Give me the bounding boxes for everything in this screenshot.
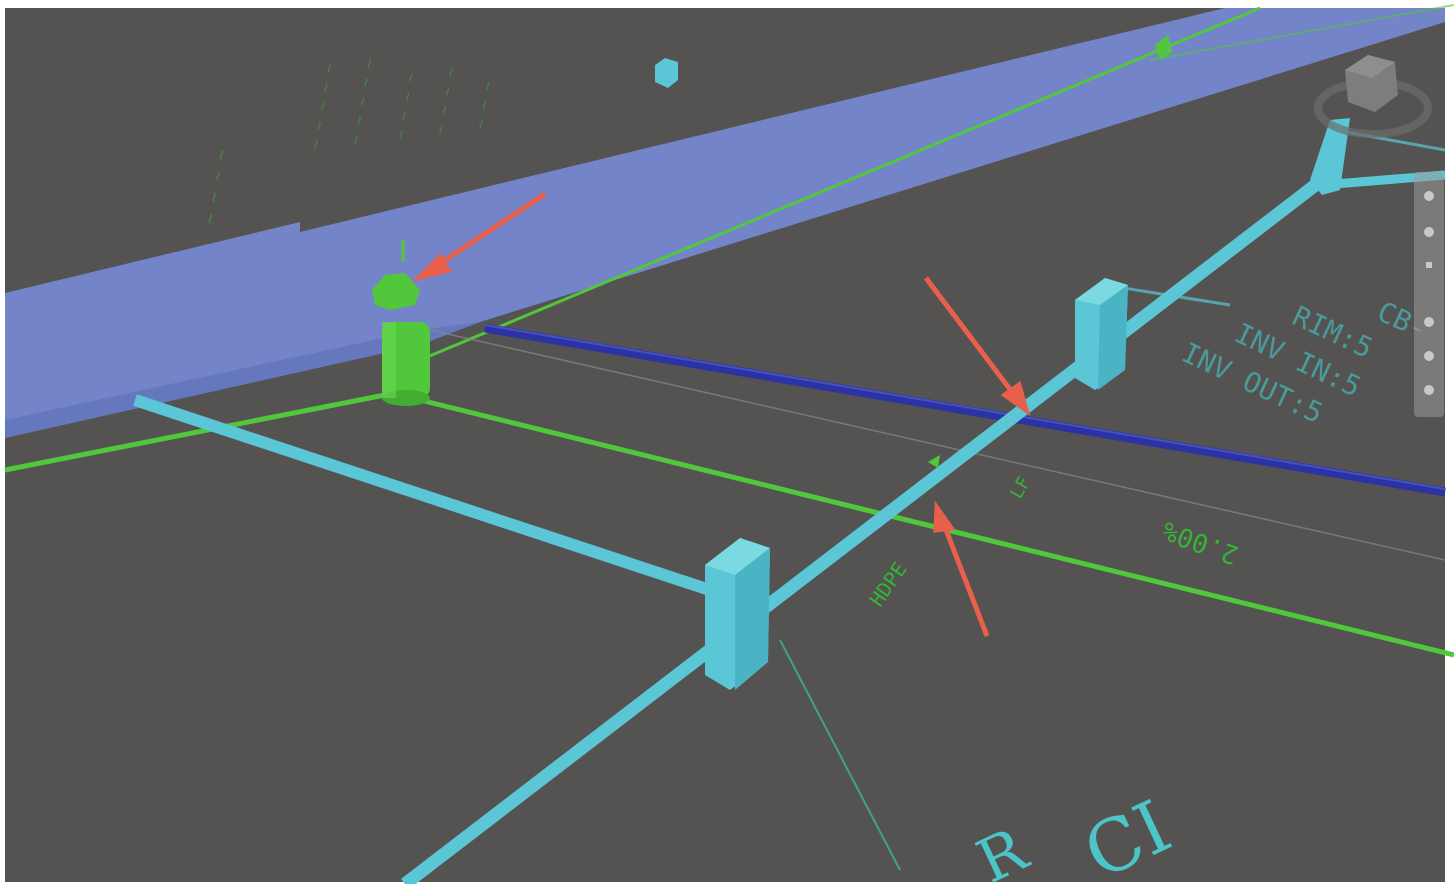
catch-basin-structure-2[interactable]: [1075, 278, 1128, 390]
extents-icon[interactable]: [1424, 385, 1434, 395]
small-green-marker: [928, 35, 1172, 468]
navigation-toolbar: [1414, 172, 1444, 417]
view-cube-icon[interactable]: [1314, 55, 1432, 138]
catch-basin-structure-1[interactable]: [705, 538, 770, 690]
road-surface-shade: [5, 322, 480, 438]
blue-pipe[interactable]: [484, 323, 1446, 497]
green-pipe-network[interactable]: [4, 4, 1454, 658]
catch-basin-structure-3[interactable]: [1310, 118, 1350, 195]
small-cyan-structure[interactable]: [655, 58, 678, 88]
manhole-structure[interactable]: [372, 240, 430, 406]
reference-line: [429, 329, 1446, 561]
reference-line-2: [779, 639, 901, 871]
cyan-pipe-network[interactable]: [133, 128, 1446, 884]
red-arrows: [411, 191, 1031, 637]
orbit-icon[interactable]: [1424, 191, 1434, 201]
blue-pipe-highlight: [484, 324, 1446, 490]
road-surface[interactable]: [5, 8, 1445, 438]
walk-icon[interactable]: [1424, 317, 1434, 327]
look-icon[interactable]: [1424, 351, 1434, 361]
pan-icon[interactable]: [1424, 227, 1434, 237]
zoom-icon[interactable]: [1426, 262, 1432, 268]
